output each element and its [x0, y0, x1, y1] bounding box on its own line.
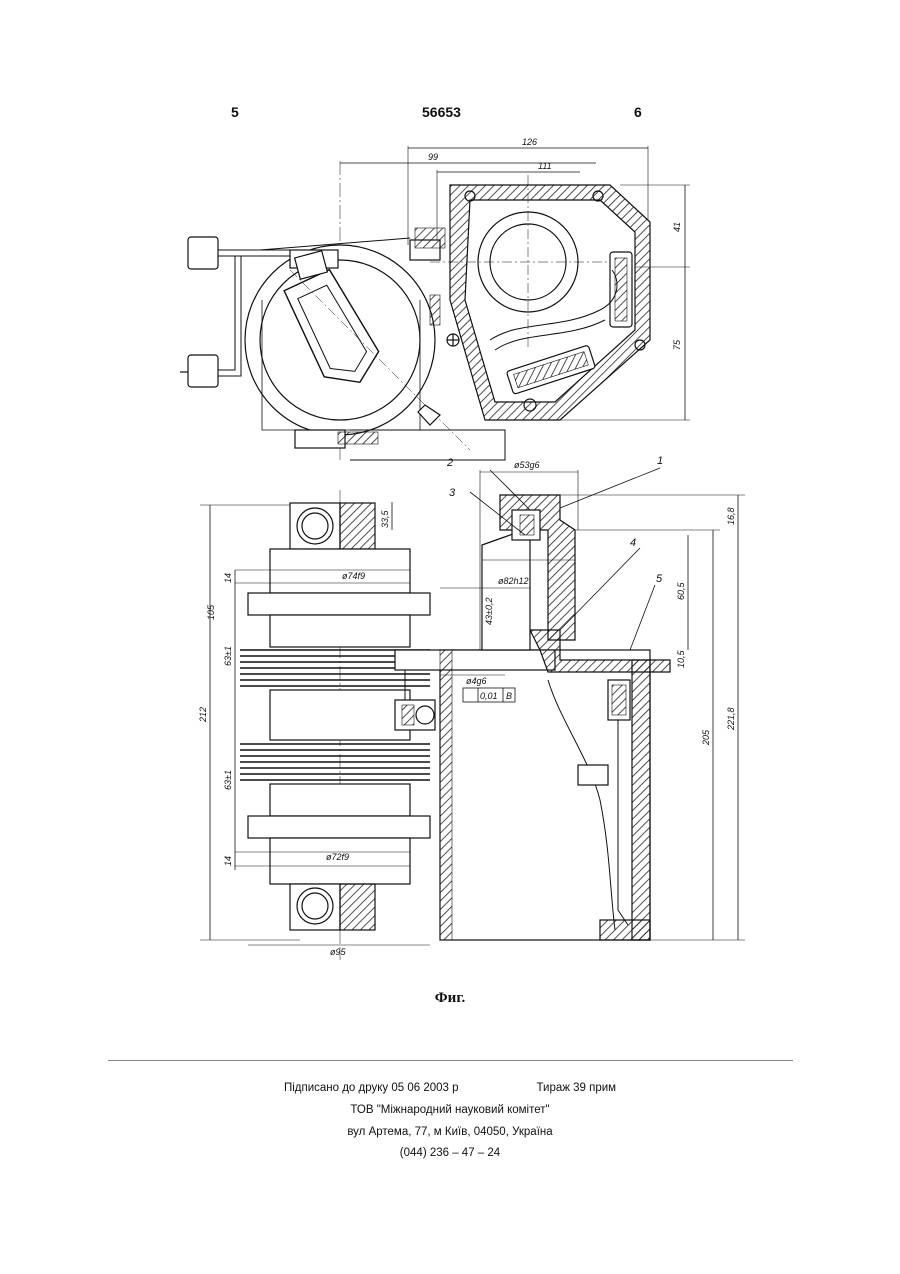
dim-d72f9: ø72f9	[326, 852, 349, 862]
dim-126: 126	[522, 137, 537, 147]
datum-b: B	[506, 691, 512, 701]
dim-41: 41	[672, 222, 682, 232]
dim-10-5: 10,5	[676, 649, 686, 668]
dim-d4g6: ø4g6	[466, 676, 487, 686]
dim-d82h12: ø82h12	[498, 576, 529, 586]
dim-d53g6: ø53g6	[514, 460, 540, 470]
front-view	[200, 468, 745, 960]
part-label-3: 3	[449, 487, 456, 499]
dim-14-bottom: 14	[223, 856, 233, 866]
part-label-2: 2	[446, 457, 453, 469]
imprint-line-1: Підписано до друку 05 06 2003 р Тираж 39 …	[0, 1082, 900, 1094]
dim-212: 212	[198, 707, 208, 723]
tolerance-value: 0,01	[480, 691, 498, 701]
part-label-1: 1	[657, 455, 663, 467]
dim-221-8: 221,8	[726, 707, 736, 731]
publisher: ТОВ "Міжнародний науковий комітет"	[0, 1104, 900, 1116]
dim-43-0-2: 43±0,2	[484, 598, 494, 625]
dim-63-upper: 63±1	[223, 646, 233, 666]
dim-d74f9: ø74f9	[342, 571, 365, 581]
divider-line	[108, 1060, 793, 1061]
dim-105: 105	[206, 604, 216, 620]
dim-205: 205	[701, 729, 711, 746]
dim-16-8: 16,8	[726, 507, 736, 525]
dim-75: 75	[672, 339, 682, 350]
dim-60-5: 60,5	[676, 581, 686, 600]
dim-111: 111	[538, 161, 552, 171]
figure-caption: Фиг.	[0, 990, 900, 1007]
top-view	[180, 146, 690, 460]
phone: (044) 236 – 47 – 24	[0, 1147, 900, 1159]
dim-d95: ø95	[330, 947, 347, 957]
signed-date: Підписано до друку 05 06 2003 р	[284, 1082, 459, 1094]
dim-63-lower: 63±1	[223, 770, 233, 790]
technical-drawing: 126 99 111 41 75	[0, 0, 900, 1000]
print-run: Тираж 39 прим	[537, 1082, 617, 1094]
dim-14-top: 14	[223, 573, 233, 583]
part-label-5: 5	[656, 573, 663, 585]
dim-33-5: 33,5	[380, 509, 390, 528]
part-label-4: 4	[630, 537, 636, 549]
address: вул Артема, 77, м Київ, 04050, Україна	[0, 1126, 900, 1138]
dim-99: 99	[428, 152, 438, 162]
